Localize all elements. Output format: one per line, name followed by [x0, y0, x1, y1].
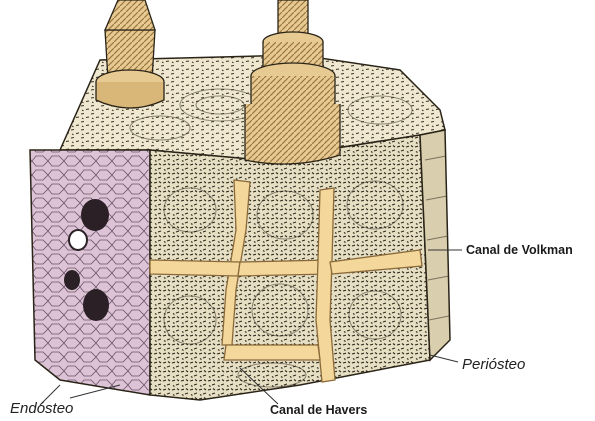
vessel-bundle-left: [96, 0, 164, 108]
label-canal-havers: Canal de Havers: [270, 403, 367, 417]
label-periosteo: Periósteo: [462, 356, 525, 373]
label-endosteo: Endósteo: [10, 400, 73, 417]
vessel-bundle-right: [245, 0, 340, 164]
endosteum-region: [30, 150, 150, 395]
label-canal-volkman: Canal de Volkman: [466, 243, 573, 257]
